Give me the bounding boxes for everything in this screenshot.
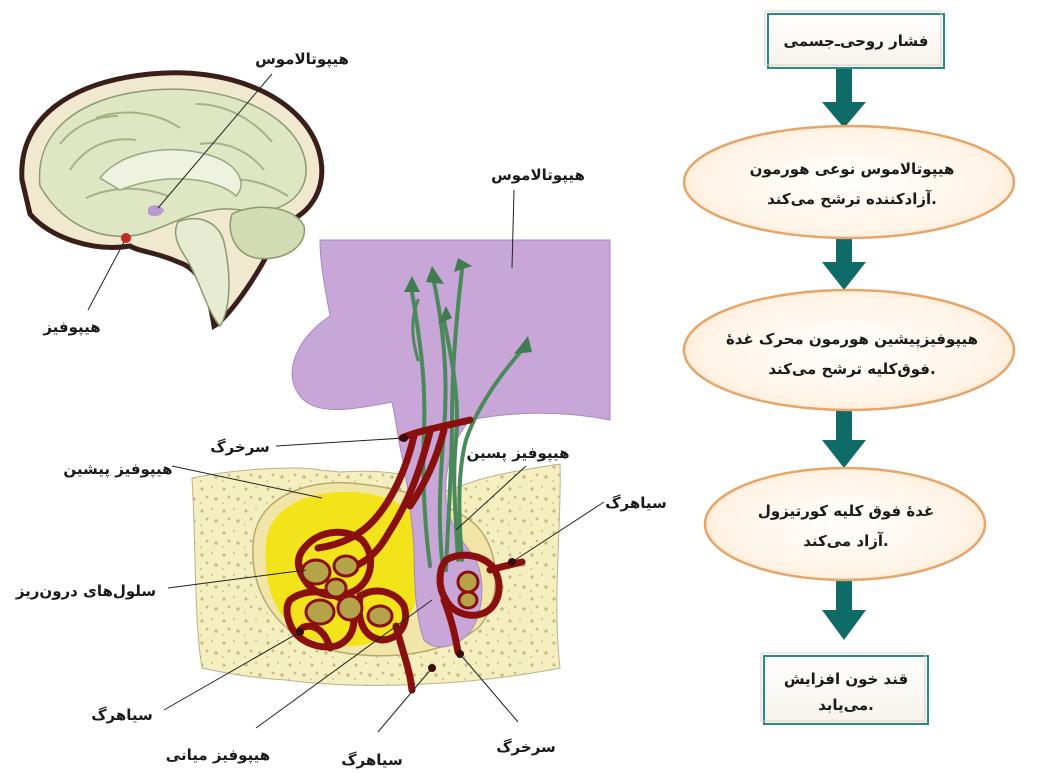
flow-step-4-line1: غدهٔ فوق کلیه کورتیزول	[758, 502, 934, 520]
flow-oval-adrenal	[705, 468, 985, 580]
label-posterior-pituitary: هیپوفیز پسین	[466, 444, 569, 463]
inset-hypothalamus-label: هیپوتالاموس	[255, 50, 349, 69]
brainstem	[176, 219, 229, 326]
flow-step-3-line1: هیپوفیزپیشین هورمون محرک غدهٔ	[726, 330, 978, 349]
flow-step-2-line2: آزادکننده ترشح می‌کند.	[767, 190, 937, 208]
label-artery-bottom: سرخرگ	[496, 738, 556, 756]
label-hypothalamus: هیپوتالاموس	[491, 166, 585, 185]
flow-oval-hypothalamus	[684, 126, 1014, 238]
flow-step-3-line2: فوق‌کلیه ترشح می‌کند.	[768, 360, 935, 378]
label-endocrine-cells: سلول‌های درون‌ریز	[15, 582, 156, 600]
flow-step-5-line2: می‌یابد.	[818, 696, 874, 714]
flow-arrow-1	[822, 68, 866, 128]
cerebellum	[230, 207, 304, 258]
inset-pituitary-leader	[88, 242, 124, 310]
label-vein-bottom: سیاهرگ	[341, 751, 403, 769]
flow-oval-anterior-pituitary	[684, 290, 1014, 410]
flowchart: فشار روحی‌ـ‌جسمی هیپوتالاموس نوعی هورمون…	[684, 11, 1014, 724]
flow-arrow-2	[822, 236, 866, 290]
label-artery-top: سرخرگ	[210, 438, 270, 456]
inset-pituitary-label: هیپوفیز	[42, 318, 100, 337]
label-anterior-pituitary: هیپوفیز پیشین	[63, 460, 172, 479]
flow-step-1: فشار روحی‌ـ‌جسمی	[784, 32, 929, 50]
pituitary-diagram: هیپوتالاموس سرخرگ هیپوفیز پیشین هیپوفیز …	[15, 166, 667, 769]
flow-step-2-line1: هیپوتالاموس نوعی هورمون	[750, 160, 955, 179]
flow-step-5-line1: قند خون افزایش	[784, 670, 908, 688]
brain-inset: هیپوتالاموس هیپوفیز	[22, 50, 349, 337]
label-intermediate-pituitary: هیپوفیز میانی	[166, 746, 270, 765]
label-vein-left: سیاهرگ	[91, 706, 153, 724]
inset-pituitary-mark	[121, 233, 131, 243]
flow-arrow-4	[822, 578, 866, 640]
flow-step-4-line2: آزاد می‌کند.	[803, 532, 889, 550]
label-vein-right: سیاهرگ	[605, 494, 667, 512]
flow-arrow-3	[822, 408, 866, 468]
